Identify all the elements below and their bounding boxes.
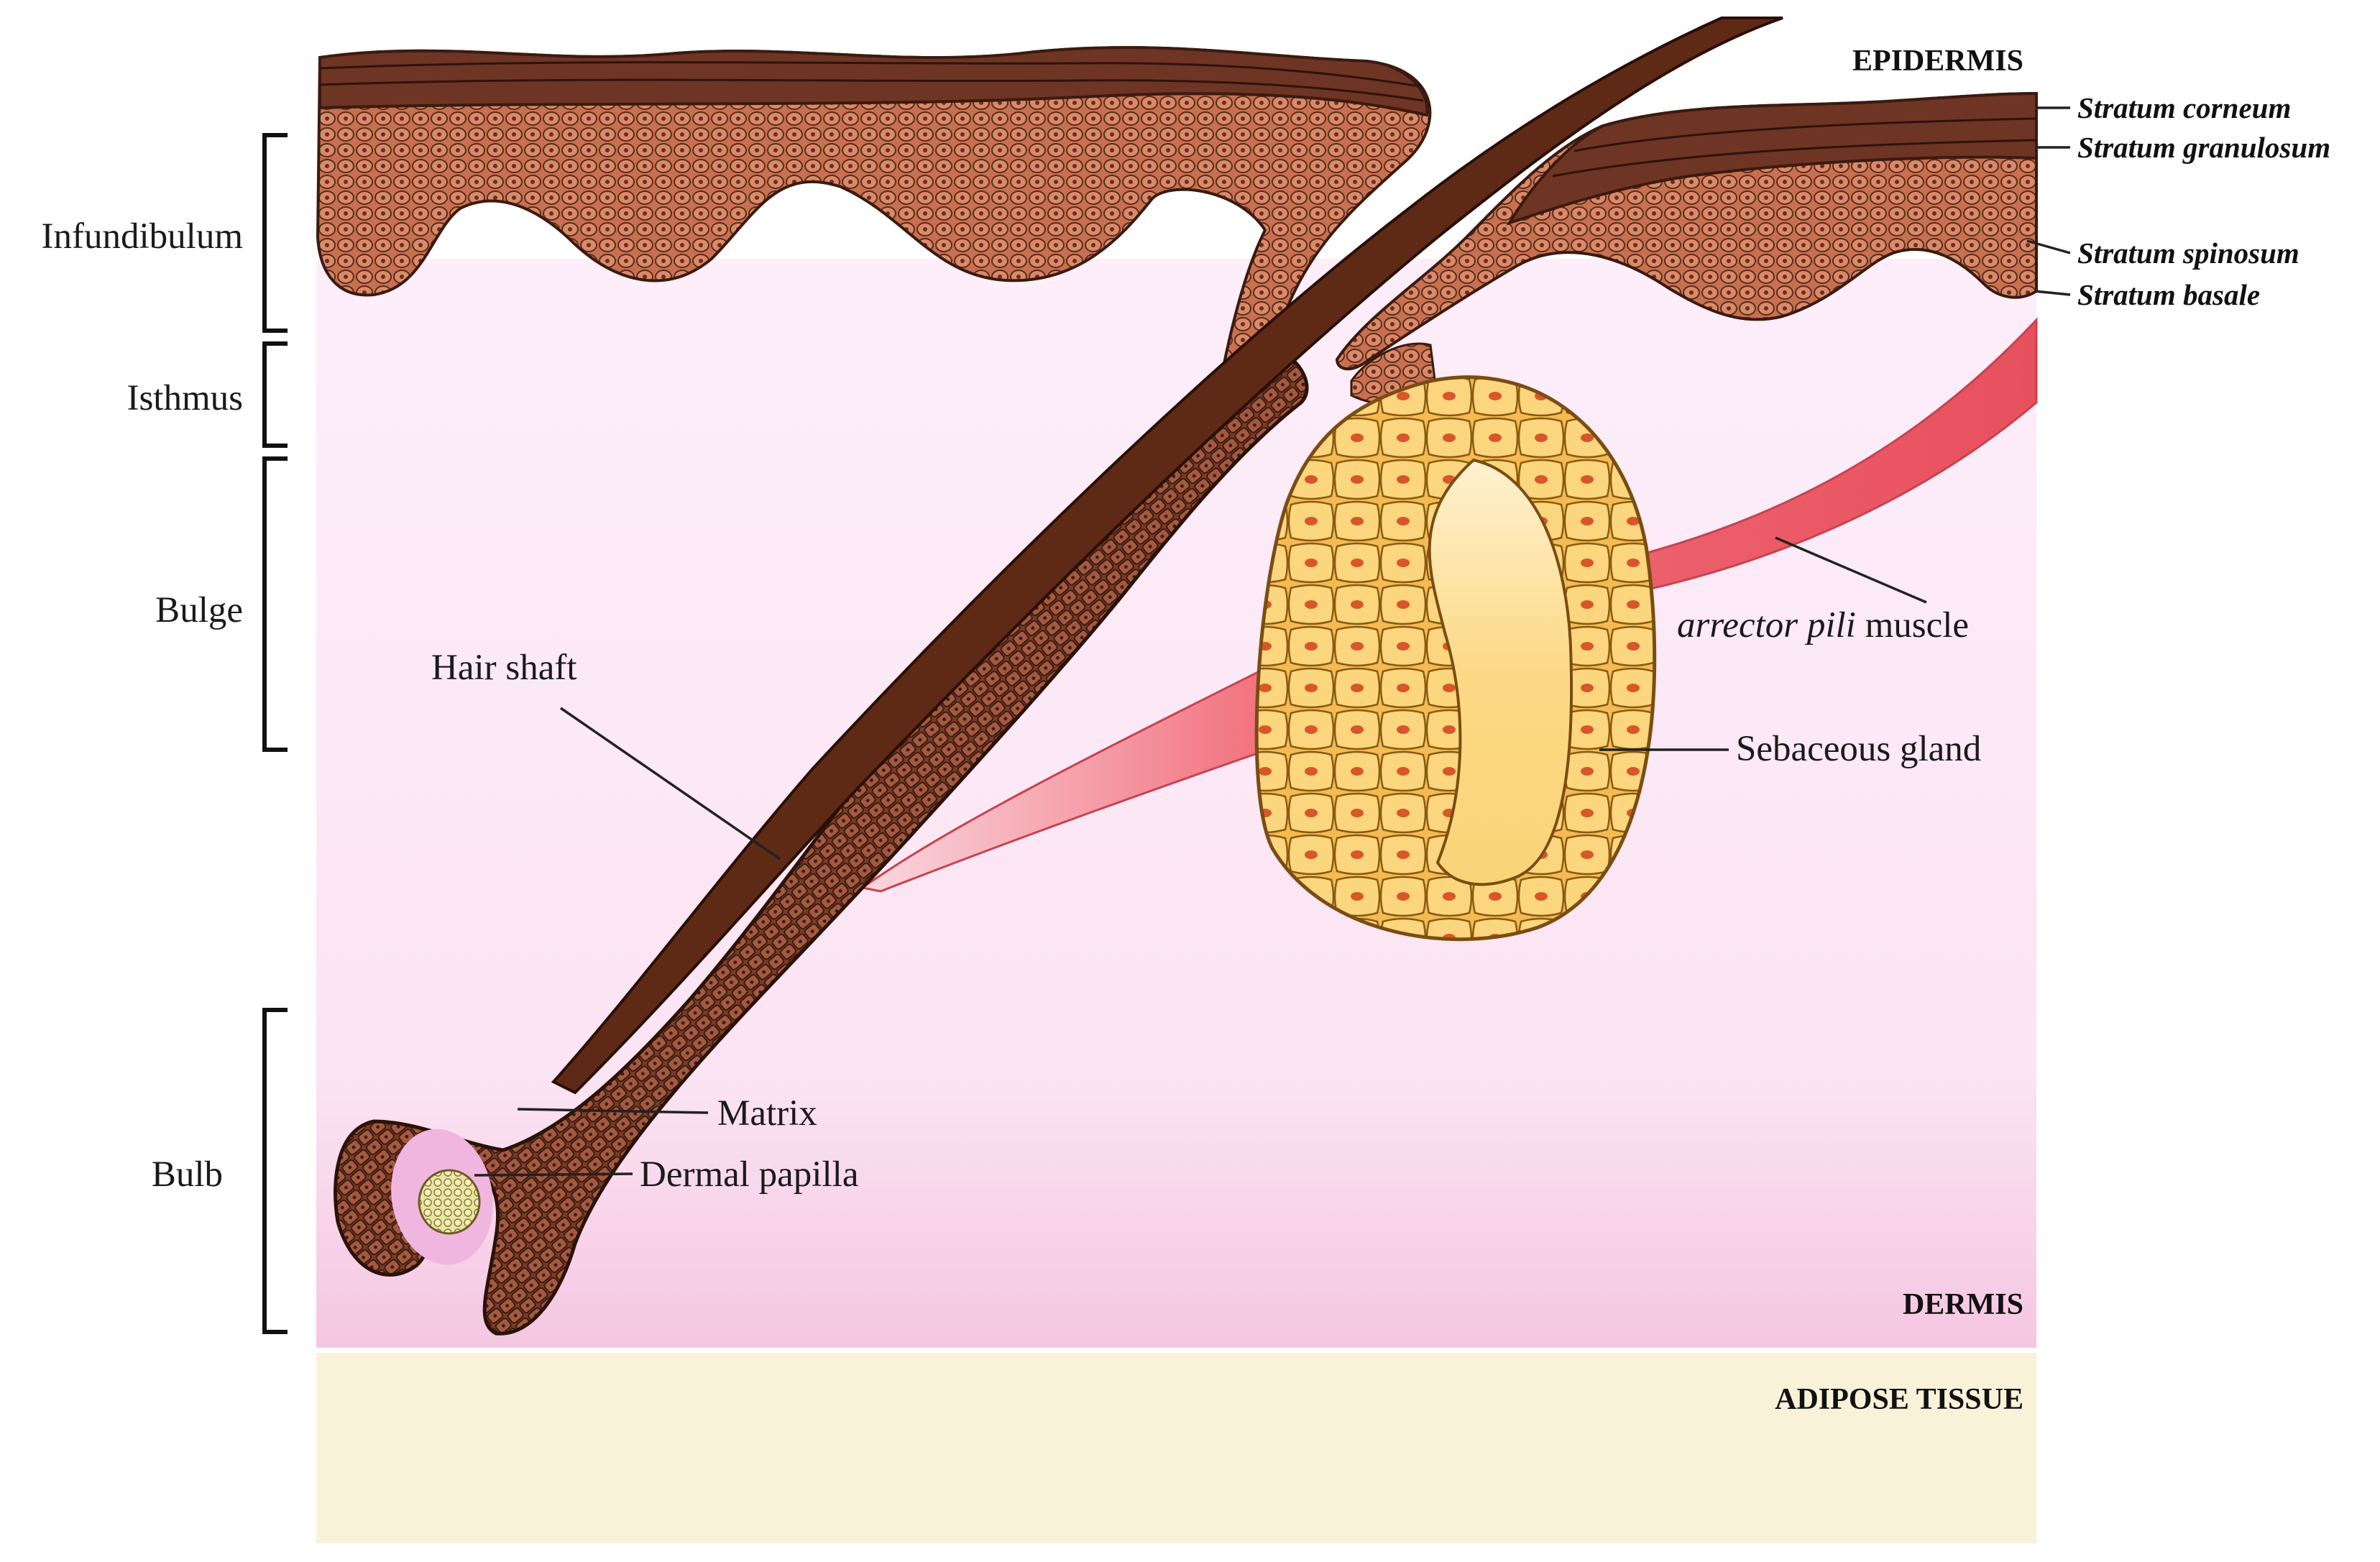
segment-braces — [262, 133, 288, 1334]
stratum-spinosum-label: Stratum spinosum — [2077, 236, 2299, 270]
epidermis-left — [316, 46, 1432, 379]
bulb-label: Bulb — [152, 1154, 223, 1195]
stratum-granulosum-label: Stratum granulosum — [2077, 131, 2330, 164]
hair-shaft-label: Hair shaft — [431, 648, 577, 688]
epidermis-label: EPIDERMIS — [1852, 45, 2023, 78]
matrix-label: Matrix — [717, 1093, 817, 1134]
isthmus-label: Isthmus — [127, 378, 243, 418]
dermal-papilla-label: Dermal papilla — [640, 1154, 858, 1195]
infundibulum-label: Infundibulum — [42, 216, 243, 257]
arrector-pili-label: arrector pili muscle — [1677, 605, 1969, 646]
sebaceous-gland-label: Sebaceous gland — [1736, 729, 1981, 769]
stratum-corneum-label: Stratum corneum — [2077, 91, 2291, 124]
bulge-label: Bulge — [155, 590, 243, 630]
structure-leaders — [474, 536, 1927, 1177]
strata-leaders — [2026, 106, 2071, 296]
epidermis-right — [1335, 91, 2038, 371]
stratum-basale-label: Stratum basale — [2077, 278, 2260, 311]
dermal-papilla — [418, 1169, 481, 1235]
adipose-label: ADIPOSE TISSUE — [1775, 1383, 2023, 1416]
dermis-label: DERMIS — [1903, 1288, 2023, 1321]
arrector-pili-italic: arrector pili — [1677, 605, 1856, 646]
arrector-pili-muscle-word: muscle — [1856, 605, 1969, 646]
hair-shaft — [551, 17, 1783, 1095]
sebaceous-gland — [1254, 342, 1657, 942]
adipose-background — [316, 1353, 2036, 1543]
